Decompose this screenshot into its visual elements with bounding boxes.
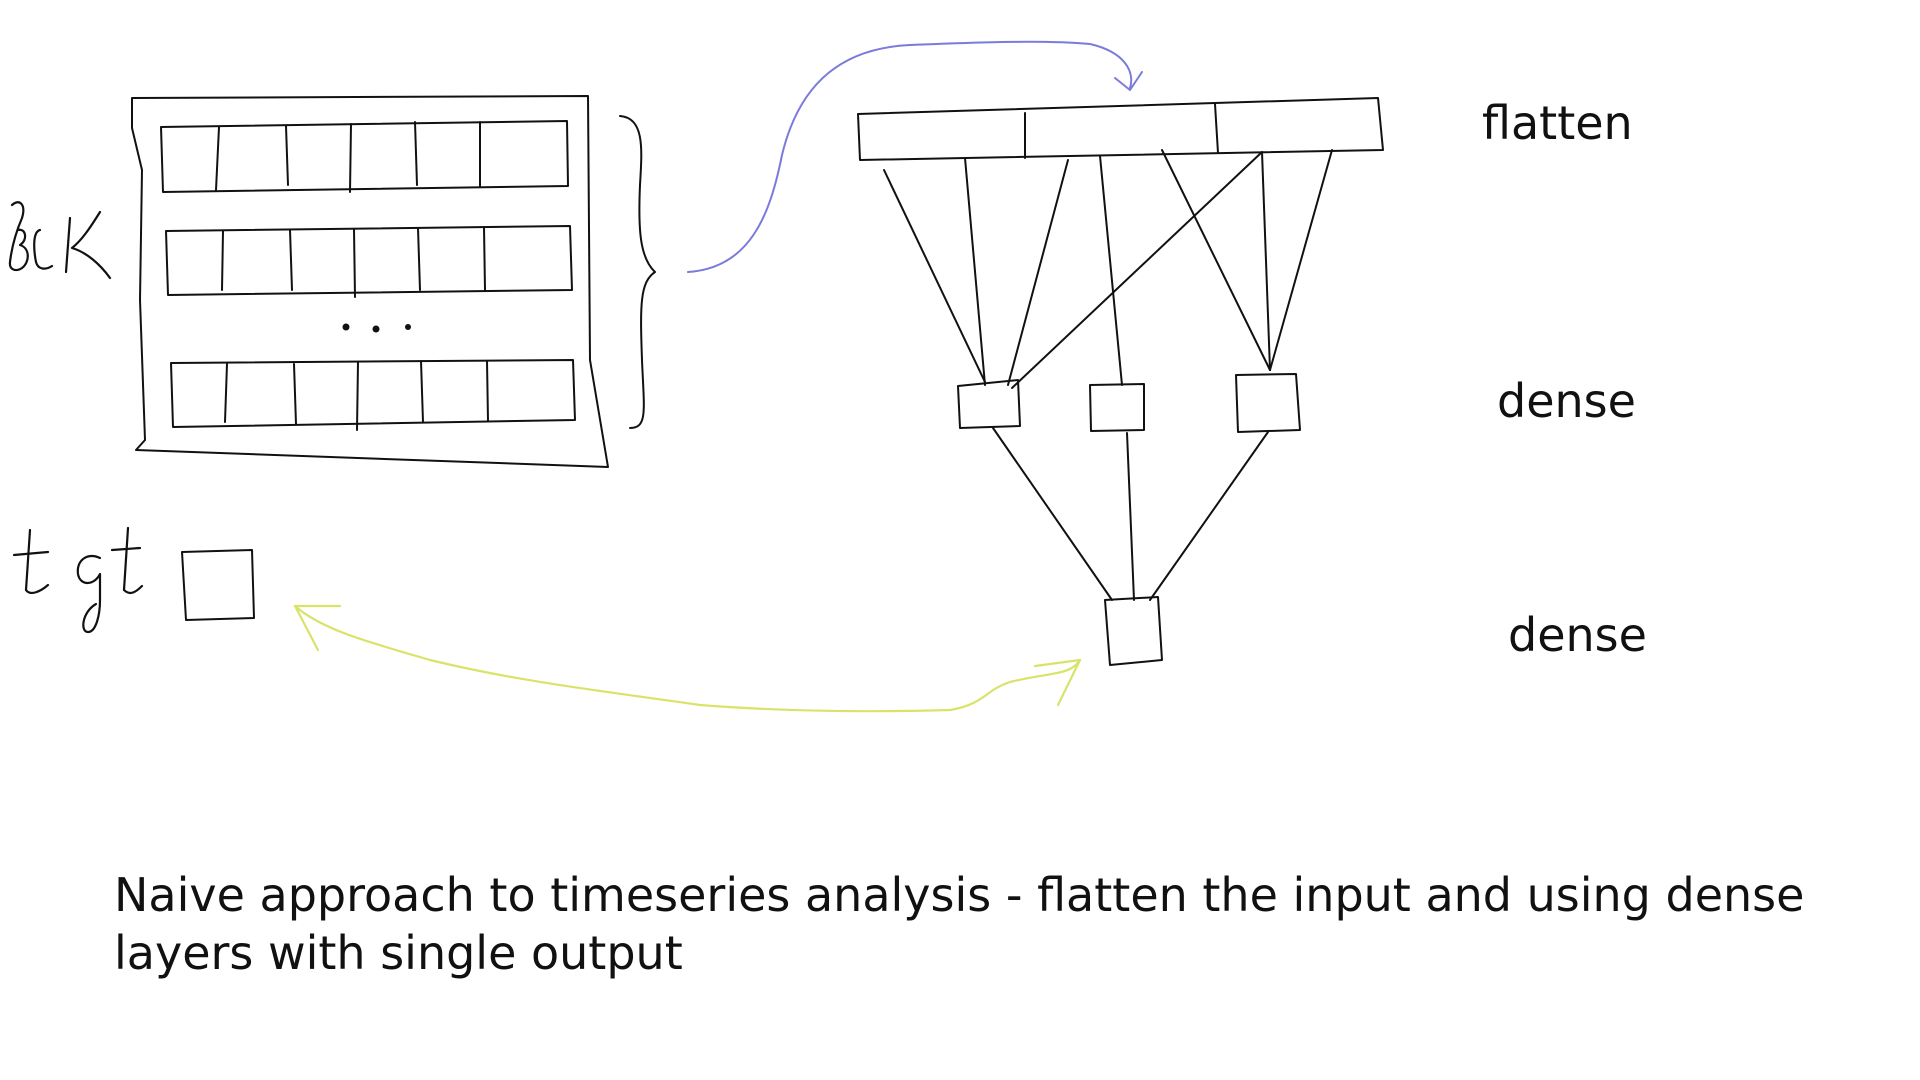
dense-layer-1-label: dense: [1497, 374, 1636, 428]
ellipsis-dots: [342, 323, 411, 333]
target-box: [181, 549, 255, 621]
flatten-layer: [857, 97, 1384, 161]
compare-arrow: [293, 604, 1082, 713]
dense-layer-2-label: dense: [1508, 608, 1647, 662]
flatten-to-dense-connections: [883, 149, 1333, 389]
output-node: [1104, 596, 1163, 666]
dense-1-node-2: [1089, 383, 1145, 432]
dense-1-node-1: [957, 379, 1021, 429]
block-row-2: [165, 225, 573, 298]
flatten-arrow: [687, 40, 1143, 273]
block-frame: [131, 95, 609, 468]
dense-layer-1: [957, 373, 1301, 433]
curly-brace: [619, 115, 656, 429]
diagram-caption: Naive approach to timeseries analysis - …: [114, 868, 1805, 980]
block-row-3: [170, 359, 576, 431]
flatten-layer-label: flatten: [1482, 96, 1633, 150]
block-row-1: [160, 120, 569, 193]
handwritten-block-label: [8, 201, 112, 280]
dense-1-node-3: [1235, 373, 1301, 433]
dense-to-output-connections: [992, 427, 1269, 601]
handwritten-target-label: [12, 526, 144, 634]
